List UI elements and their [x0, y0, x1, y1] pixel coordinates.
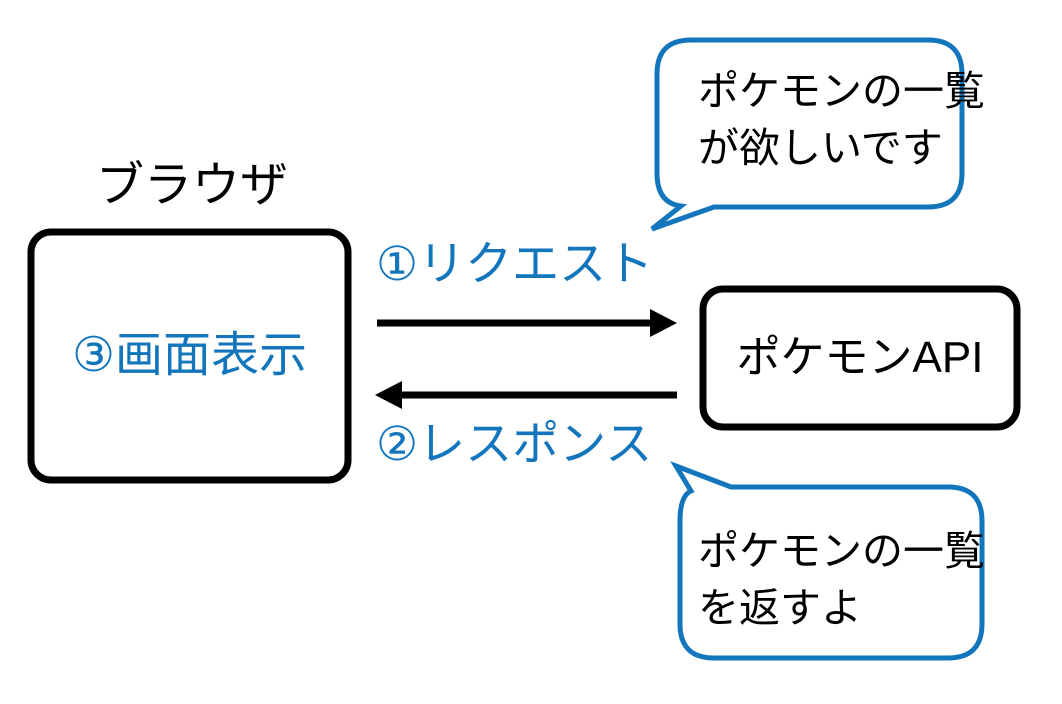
api-box-label: ポケモンAPI — [736, 332, 984, 382]
response-arrow-label: ②レスポンス — [376, 417, 653, 470]
request-bubble-text: ポケモンの一覧 が欲しいです — [698, 63, 985, 177]
response-arrow — [375, 381, 677, 409]
request-arrow-label: ①リクエスト — [376, 237, 654, 290]
api-box — [699, 285, 1021, 431]
request-arrow — [377, 309, 677, 337]
response-arrowhead-icon — [375, 381, 402, 409]
request-bubble-line-1: ポケモンの一覧 — [698, 68, 985, 114]
request-speech-bubble — [650, 37, 965, 232]
response-bubble-line-2: を返すよ — [698, 585, 862, 631]
browser-box — [27, 228, 352, 484]
response-bubble-text: ポケモンの一覧 を返すよ — [698, 523, 985, 637]
response-speech-bubble — [670, 461, 985, 661]
request-arrowhead-icon — [650, 309, 677, 337]
browser-box-label: ③画面表示 — [71, 329, 308, 383]
response-bubble-line-1: ポケモンの一覧 — [698, 528, 985, 574]
request-bubble-line-2: が欲しいです — [698, 125, 943, 171]
browser-title-label: ブラウザ — [96, 159, 289, 212]
